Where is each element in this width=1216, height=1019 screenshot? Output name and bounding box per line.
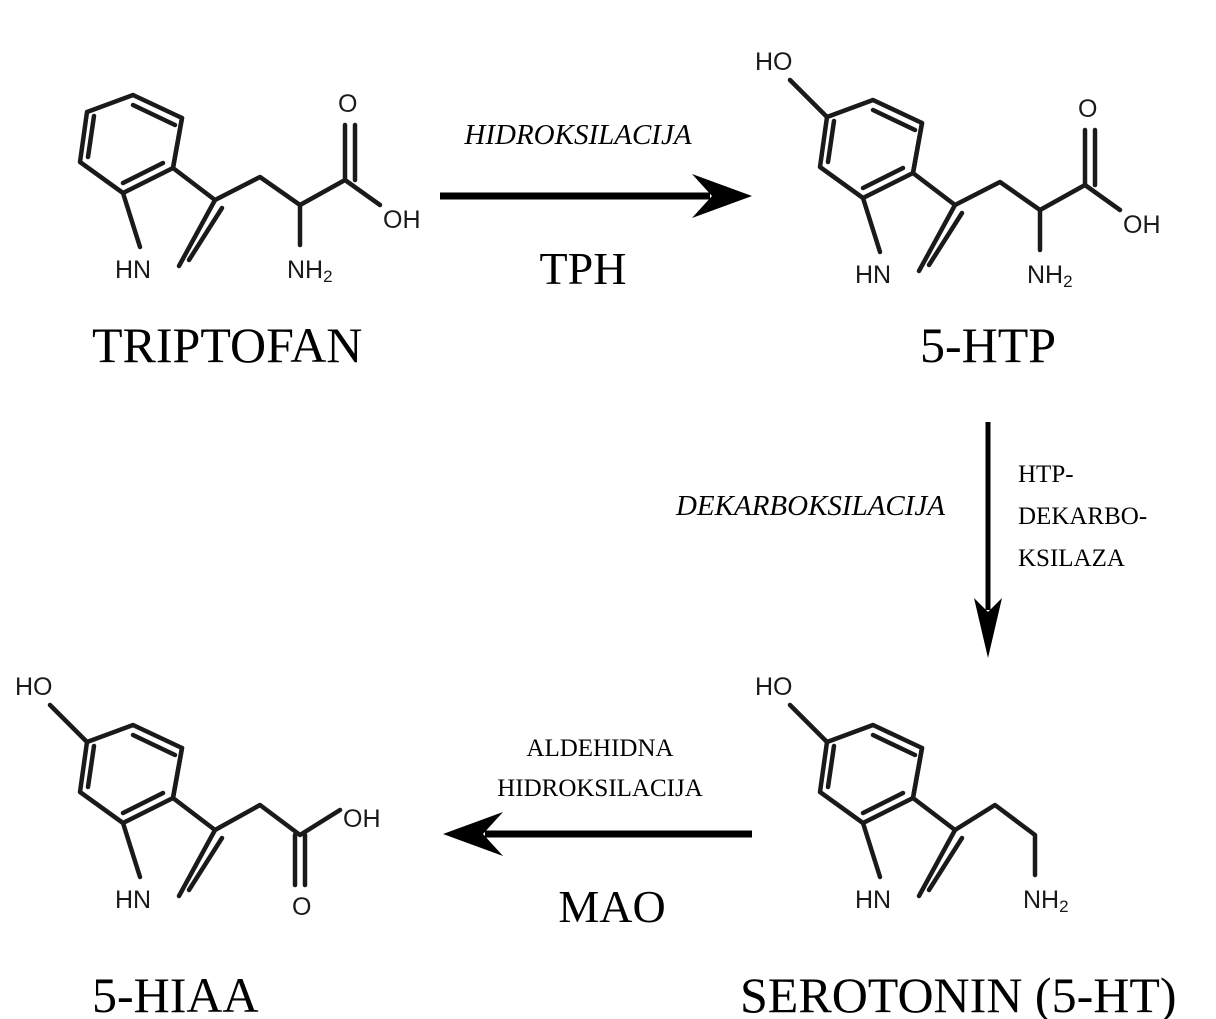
hiaa-nh-label: HN: [115, 886, 151, 914]
svg-text:NH2: NH2: [1027, 261, 1073, 291]
htp-nh-label: HN: [855, 261, 891, 289]
serotonin-amine-label: NH: [1023, 886, 1059, 914]
reaction-step1: HIDROKSILACIJA TPH: [440, 119, 752, 294]
serotonin-name: SEROTONIN (5-HT): [740, 967, 1177, 1019]
step1-enzyme-label: TPH: [540, 243, 627, 294]
step3-enzyme-label: MAO: [558, 881, 665, 932]
tryptophan-amine-label: NH: [287, 256, 323, 284]
step2-enzyme-line2: DEKARBO-: [1018, 503, 1147, 530]
step2-process-label: DEKARBOKSILACIJA: [675, 490, 945, 522]
step3-process-line1: ALDEHIDNA: [526, 735, 673, 762]
hiaa-ho-label: HO: [15, 673, 53, 701]
tryptophan-oh-label: OH: [383, 206, 421, 234]
step1-process-label: HIDROKSILACIJA: [463, 119, 691, 151]
arrowhead-right-icon: [692, 174, 752, 218]
arrowhead-down-icon: [974, 598, 1002, 658]
reaction-step2: DEKARBOKSILACIJA HTP- DEKARBO- KSILAZA: [675, 422, 1147, 658]
htp-structure: HO HN O OH NH2 5-HTP: [755, 48, 1161, 373]
htp-oh-label: OH: [1123, 211, 1161, 239]
tryptophan-structure: HN O OH NH2 TRIPTOFAN: [80, 90, 421, 373]
serotonin-nh-label: HN: [855, 886, 891, 914]
htp-carbonyl-o-label: O: [1078, 95, 1097, 123]
tryptophan-nh-label: HN: [115, 256, 151, 284]
arrowhead-left-icon: [443, 812, 503, 856]
hiaa-structure: HO HN OH O 5-HIAA: [15, 673, 381, 1019]
htp-ho-label: HO: [755, 48, 793, 76]
svg-text:NH2: NH2: [1023, 886, 1069, 916]
serotonin-ho-label: HO: [755, 673, 793, 701]
tryptophan-name: TRIPTOFAN: [92, 317, 362, 373]
serotonin-structure: HO HN NH2 SEROTONIN (5-HT): [740, 673, 1177, 1019]
tryptophan-carbonyl-o-label: O: [338, 90, 357, 118]
tryptophan-amine-subscript: 2: [323, 267, 332, 286]
hiaa-carbonyl-o-label: O: [292, 893, 311, 921]
serotonin-amine-subscript: 2: [1059, 897, 1068, 916]
hiaa-name: 5-HIAA: [92, 967, 259, 1019]
htp-amine-subscript: 2: [1063, 272, 1072, 291]
reaction-step3: ALDEHIDNA HIDROKSILACIJA MAO: [443, 735, 752, 932]
hiaa-oh-label: OH: [343, 805, 381, 833]
htp-amine-label: NH: [1027, 261, 1063, 289]
svg-text:NH2: NH2: [287, 256, 333, 286]
step2-enzyme-line3: KSILAZA: [1018, 545, 1125, 572]
step2-enzyme-line1: HTP-: [1018, 461, 1074, 488]
step3-process-line2: HIDROKSILACIJA: [497, 775, 703, 802]
htp-name: 5-HTP: [920, 317, 1056, 373]
